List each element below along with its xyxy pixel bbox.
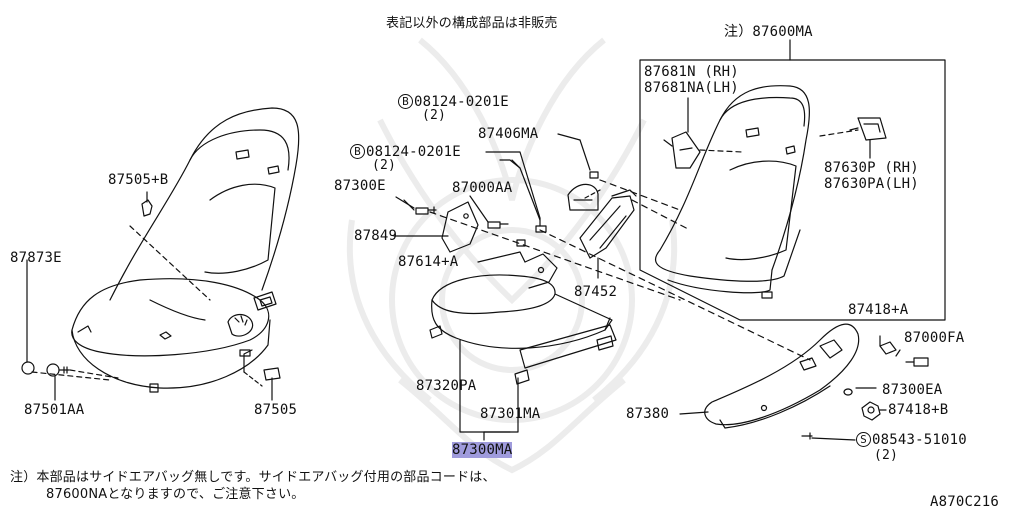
bolt-upper-qty: (2) [422,108,447,123]
assembly-note-label: 注）87600MA [724,24,813,40]
seatback-assembly [639,39,946,321]
part-87505-b[interactable]: 87505+B [108,172,169,188]
bolt-number: 08124-0201E [366,144,461,160]
part-87320pa[interactable]: 87320PA [416,378,477,394]
footnote-line-1: 注）本部品はサイドエアバッグ無しです。サイドエアバッグ付用の部品コードは、 [10,470,496,485]
part-87681n[interactable]: 87681N (RH) [644,64,739,80]
screw-qty: (2) [874,448,899,463]
part-87380[interactable]: 87380 [626,406,670,422]
bolt-symbol-icon: B [398,94,413,109]
bolt-lower-qty: (2) [372,158,397,173]
part-87452[interactable]: 87452 [574,284,618,300]
part-87000aa[interactable]: 87000AA [452,180,513,196]
part-87614-a[interactable]: 87614+A [398,254,459,270]
bolt-symbol-icon: B [350,144,365,159]
center-leaders [393,133,581,441]
part-87300ma[interactable]: 87300MA [452,442,513,458]
bolt-number: 08124-0201E [414,94,509,110]
note-not-sold: 表記以外の構成部品は非販売 [386,16,558,31]
part-87681na[interactable]: 87681NA(LH) [644,80,739,96]
part-87630p[interactable]: 87630P (RH) [824,160,919,176]
part-87501aa[interactable]: 87501AA [24,402,85,418]
seat-hinge-parts [403,139,637,279]
part-87000fa[interactable]: 87000FA [904,330,965,346]
screw-number: 08543-51010 [872,432,967,448]
footnote-line-2: 87600NAとなりますので、ご注意下さい。 [46,487,305,502]
part-87418-a[interactable]: 87418+A [848,302,909,318]
part-87300ea[interactable]: 87300EA [882,382,943,398]
part-87505[interactable]: 87505 [254,402,298,418]
cushion-illustration [429,253,617,385]
side-cover-illustration [679,323,929,441]
part-87630pa[interactable]: 87630PA(LH) [824,176,919,192]
part-87873e[interactable]: 87873E [10,250,62,266]
part-87300ma-highlight: 87300MA [452,442,513,458]
part-87300e[interactable]: 87300E [334,178,386,194]
part-87418-b[interactable]: 87418+B [888,402,949,418]
left-small-parts [21,191,281,401]
part-87849[interactable]: 87849 [354,228,398,244]
watermark-crest [346,37,678,474]
part-87301ma[interactable]: 87301MA [480,406,541,422]
part-87406ma[interactable]: 87406MA [478,126,539,142]
diagram-code: A870C216 [930,494,1000,510]
full-seat-illustration [71,107,300,393]
assembly-guides [429,179,811,361]
screw-symbol-icon: S [856,432,871,447]
